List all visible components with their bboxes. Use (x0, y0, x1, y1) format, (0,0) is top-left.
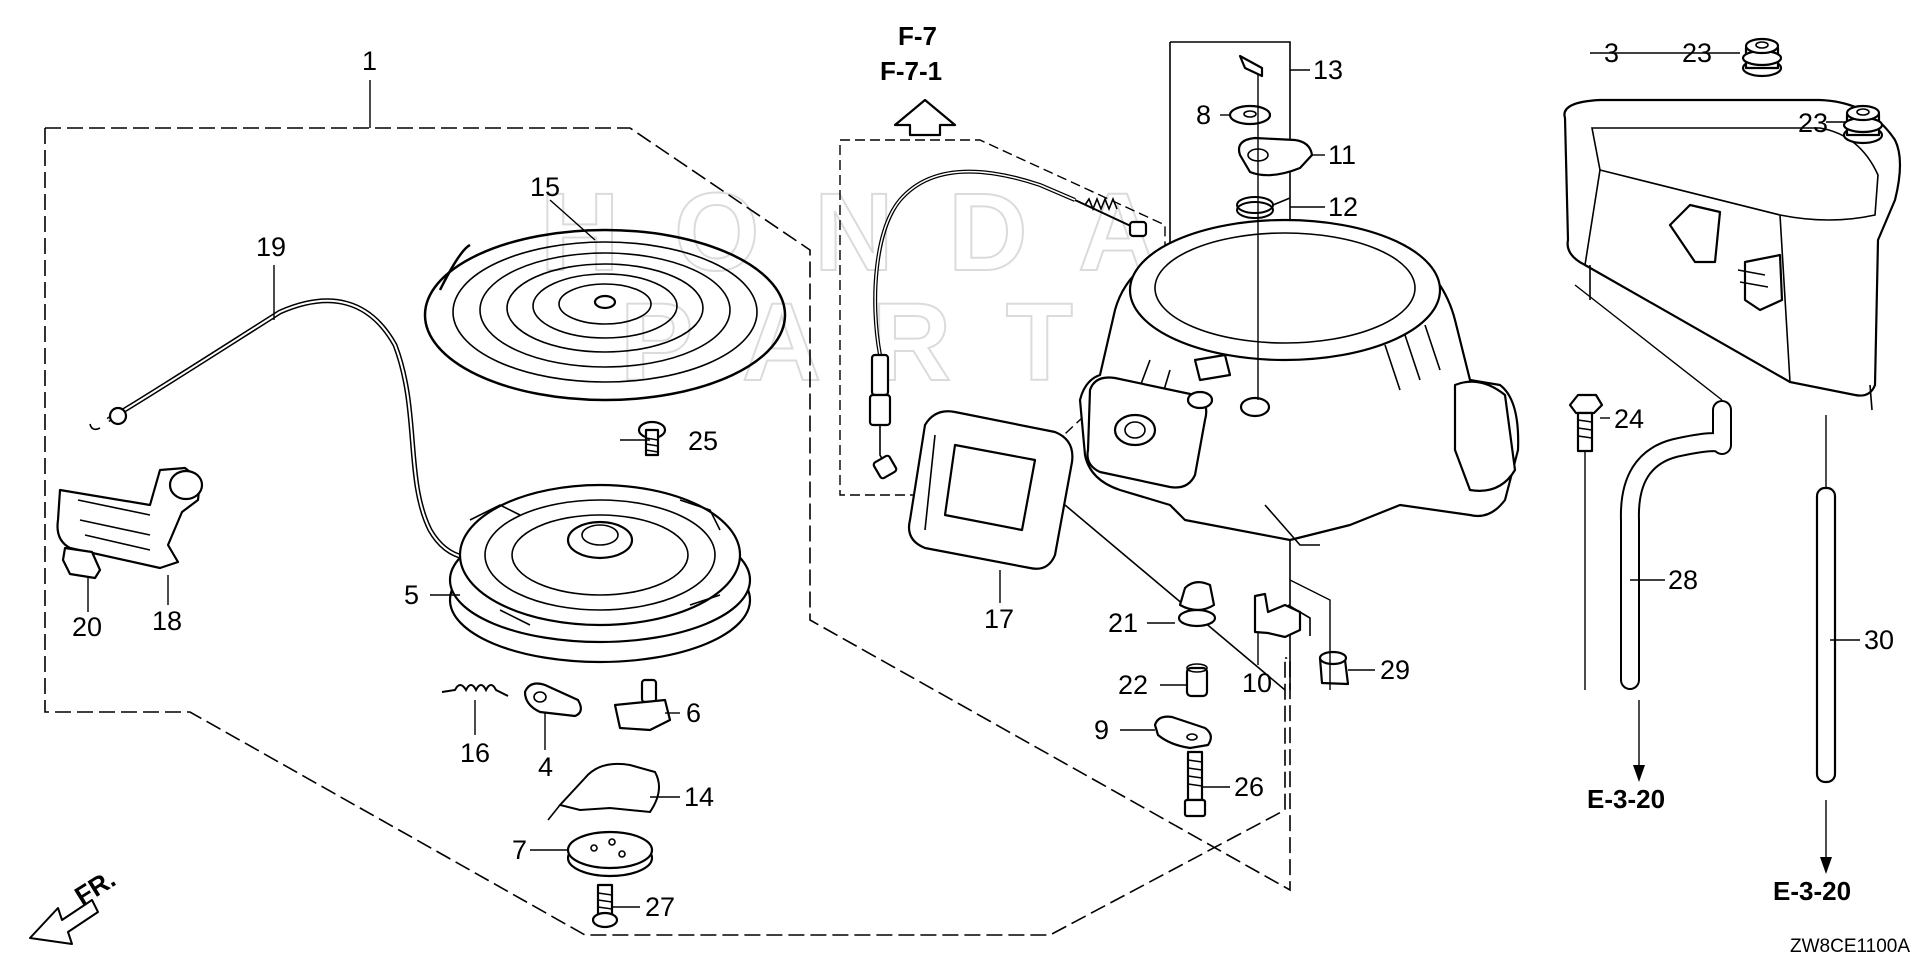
callout-6: 6 (686, 698, 701, 728)
part-19-starter-rope (89, 298, 501, 561)
callout-17: 17 (984, 604, 1014, 634)
ref-f71[interactable]: F-7-1 (880, 56, 942, 86)
e320-left-arrow (1633, 700, 1645, 782)
part-9-plate (1153, 715, 1212, 750)
part-17-seal (907, 410, 1074, 570)
part-27-bolt (591, 883, 619, 929)
part-12-spring (1236, 196, 1291, 219)
callout-8: 8 (1196, 100, 1211, 130)
part-28-tube (1574, 284, 1732, 690)
callout-18: 18 (152, 606, 182, 636)
callout-19: 19 (256, 232, 286, 262)
part-4-collar (523, 682, 582, 718)
callout-10: 10 (1242, 668, 1272, 698)
callout-22: 22 (1118, 670, 1148, 700)
part-23-grommet-b (1842, 104, 1884, 145)
callout-16: 16 (460, 738, 490, 768)
leader-lines (87, 52, 1860, 908)
svg-text:H O N D A: H O N D A (540, 171, 1169, 294)
callout-30: 30 (1864, 625, 1894, 655)
part-22-collar (1185, 663, 1209, 698)
f7-up-arrow (893, 98, 957, 137)
recoil-housing (1078, 218, 1520, 546)
part-7-friction-plate (566, 830, 654, 878)
callout-3: 3 (1604, 38, 1619, 68)
part-11-lever (1237, 136, 1314, 177)
callout-23a: 23 (1682, 38, 1712, 68)
part-16-spring (441, 684, 509, 697)
part-6-ratchet (613, 678, 672, 732)
part-18-starter-grip (56, 466, 204, 570)
callout-11: 11 (1328, 140, 1356, 170)
callout-27: 27 (645, 892, 675, 922)
callout-9: 9 (1094, 715, 1109, 745)
callout-5: 5 (404, 580, 419, 610)
part-25-screw (637, 420, 667, 457)
callout-24: 24 (1614, 404, 1644, 434)
ref-e320-right[interactable]: E-3-20 (1773, 876, 1851, 906)
front-direction-arrow (29, 899, 99, 945)
callout-1: 1 (362, 46, 377, 76)
callout-29: 29 (1380, 655, 1410, 685)
diagram-code: ZW8CE1100A (1790, 936, 1910, 957)
callout-23b: 23 (1798, 108, 1828, 138)
callout-28: 28 (1668, 565, 1698, 595)
part-10-arm (1253, 592, 1311, 639)
part-26-bolt (1183, 750, 1207, 818)
callout-21: 21 (1108, 608, 1138, 638)
callout-4: 4 (538, 752, 553, 782)
e320-right-arrow (1820, 800, 1832, 874)
callout-12: 12 (1328, 192, 1358, 222)
part-8-washer (1228, 104, 1272, 126)
part-30-tube (1815, 415, 1837, 784)
callout-15: 15 (530, 172, 560, 202)
assembly-1-outline (44, 80, 1291, 936)
part-5-reel (448, 483, 752, 664)
part-3-cover (1563, 98, 1902, 411)
ref-f7[interactable]: F-7 (898, 21, 937, 51)
ref-e320-left[interactable]: E-3-20 (1587, 784, 1665, 814)
part-20-grip-insert (61, 546, 102, 580)
callout-7: 7 (512, 835, 527, 865)
callout-20: 20 (72, 612, 102, 642)
part-29-collar (1318, 650, 1350, 686)
part-14-guide-spring (547, 762, 660, 821)
callout-labels: 1 3 23 23 13 8 11 12 15 19 25 24 5 28 18… (72, 38, 1894, 922)
callout-26: 26 (1234, 772, 1264, 802)
callout-25: 25 (688, 426, 718, 456)
part-21-grommet (1177, 581, 1217, 628)
callout-13: 13 (1313, 55, 1343, 85)
part-13-pin (1238, 54, 1264, 78)
part-23-grommet-a (1741, 37, 1783, 78)
part-15-recoil-spring (423, 228, 787, 402)
front-direction-label: FR. (69, 863, 120, 911)
arm-pivot-leader (1289, 579, 1331, 690)
choke-cable (868, 169, 1148, 480)
reference-labels: F-7 F-7-1 E-3-20 E-3-20 FR. ZW8CE1100A (69, 21, 1910, 957)
callout-14: 14 (684, 782, 714, 812)
part-24-bolt (1568, 393, 1604, 690)
